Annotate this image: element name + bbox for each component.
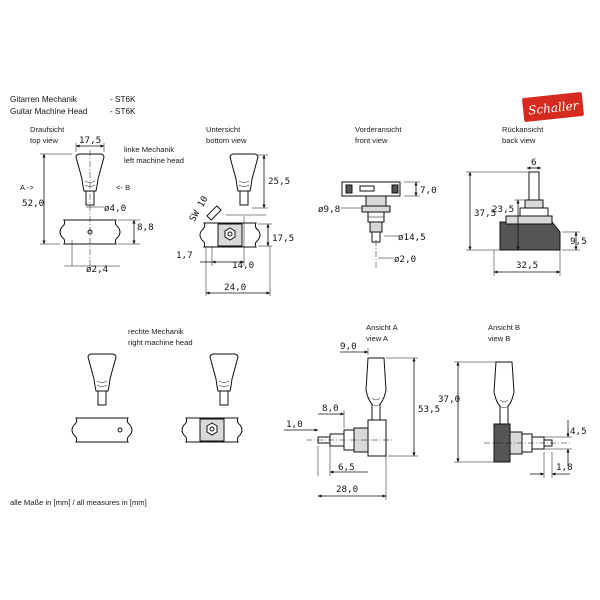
dim-bottom-off: 1,7 [176, 250, 193, 261]
view-b: Ansicht B view B 37,0 4,5 1,8 [438, 323, 587, 478]
right-head-title-de: rechte Mechanik [128, 327, 184, 336]
view-a-title-en: view A [366, 334, 389, 343]
view-b-title-en: view B [488, 334, 510, 343]
dim-back-6: 6 [531, 157, 537, 168]
dim-front-d2: ø2,0 [394, 254, 416, 265]
back-view: Rückansicht back view 6 23,5 37,5 9,5 32… [466, 125, 587, 276]
back-view-title-en: back view [502, 136, 536, 145]
right-head-view: rechte Mechanik right machine head [71, 327, 243, 443]
dim-top-plate: 8,8 [137, 222, 154, 233]
left-head-title-en: left machine head [124, 156, 184, 165]
dim-bottom-sw: SW 10 [187, 194, 210, 223]
dim-a-1: 1,0 [286, 419, 303, 430]
dim-b-18: 1,8 [556, 462, 573, 473]
dim-back-235: 23,5 [492, 204, 514, 215]
bottom-view: Untersicht bottom view 25,5 SW 10 17,5 1… [176, 125, 294, 296]
view-b-title-de: Ansicht B [488, 323, 520, 332]
dim-back-95: 9,5 [570, 236, 587, 247]
dim-back-375: 37,5 [474, 208, 496, 219]
title-de: Gitarren Mechanik [10, 95, 78, 104]
dim-a-8: 8,0 [322, 403, 339, 414]
bottom-view-title-de: Untersicht [206, 125, 241, 134]
bottom-view-title-en: bottom view [206, 136, 247, 145]
dim-bottom-plate: 17,5 [272, 233, 294, 244]
dim-a-65: 6,5 [338, 462, 355, 473]
arrow-a-label: A -> [20, 183, 34, 192]
logo-badge [522, 92, 584, 122]
dim-bottom-button: 25,5 [268, 176, 290, 187]
dim-bottom-24: 24,0 [224, 282, 246, 293]
dim-top-hole: ø2,4 [86, 264, 109, 275]
dim-back-325: 32,5 [516, 260, 538, 271]
dim-top-height: 52,0 [22, 198, 44, 209]
model-en: - ST6K [110, 107, 136, 116]
dim-front-d98: ø9,8 [318, 204, 340, 215]
left-head-title-de: linke Mechanik [124, 145, 174, 154]
dim-a-535: 53,5 [418, 404, 440, 415]
top-view: Draufsicht top view linke Mechanik left … [20, 125, 184, 275]
model-de: - ST6K [110, 95, 136, 104]
back-view-title-de: Rückansicht [502, 125, 544, 134]
front-view-title-en: front view [355, 136, 388, 145]
front-view: Vorderansicht front view 7,0 ø9,8 ø14,5 … [318, 125, 437, 268]
view-a: Ansicht A view A 9,0 8,0 1,0 53,5 6,5 [284, 323, 440, 500]
right-head-title-en: right machine head [128, 338, 193, 347]
dim-bottom-14: 14,0 [232, 260, 254, 271]
top-view-title-de: Draufsicht [30, 125, 65, 134]
logo-text: Schaller [528, 98, 581, 117]
top-view-title-en: top view [30, 136, 58, 145]
dim-a-28: 28,0 [336, 484, 358, 495]
dim-top-shaft: ø4,0 [104, 203, 126, 214]
view-a-title-de: Ansicht A [366, 323, 399, 332]
dim-b-37: 37,0 [438, 394, 460, 405]
dim-front-d145: ø14,5 [398, 232, 426, 243]
dim-b-45: 4,5 [570, 426, 587, 437]
units-note: alle Maße in [mm] / all measures in [mm] [10, 498, 147, 507]
dim-top-width: 17,5 [79, 135, 101, 146]
schaller-logo: Schaller [522, 92, 584, 122]
arrow-b-label: <- B [116, 183, 130, 192]
header: Gitarren Mechanik - ST6K Guitar Machine … [10, 95, 136, 116]
front-view-title-de: Vorderansicht [355, 125, 402, 134]
dim-front-7: 7,0 [420, 185, 437, 196]
dim-a-9: 9,0 [340, 341, 357, 352]
title-en: Guitar Machine Head [10, 107, 88, 116]
